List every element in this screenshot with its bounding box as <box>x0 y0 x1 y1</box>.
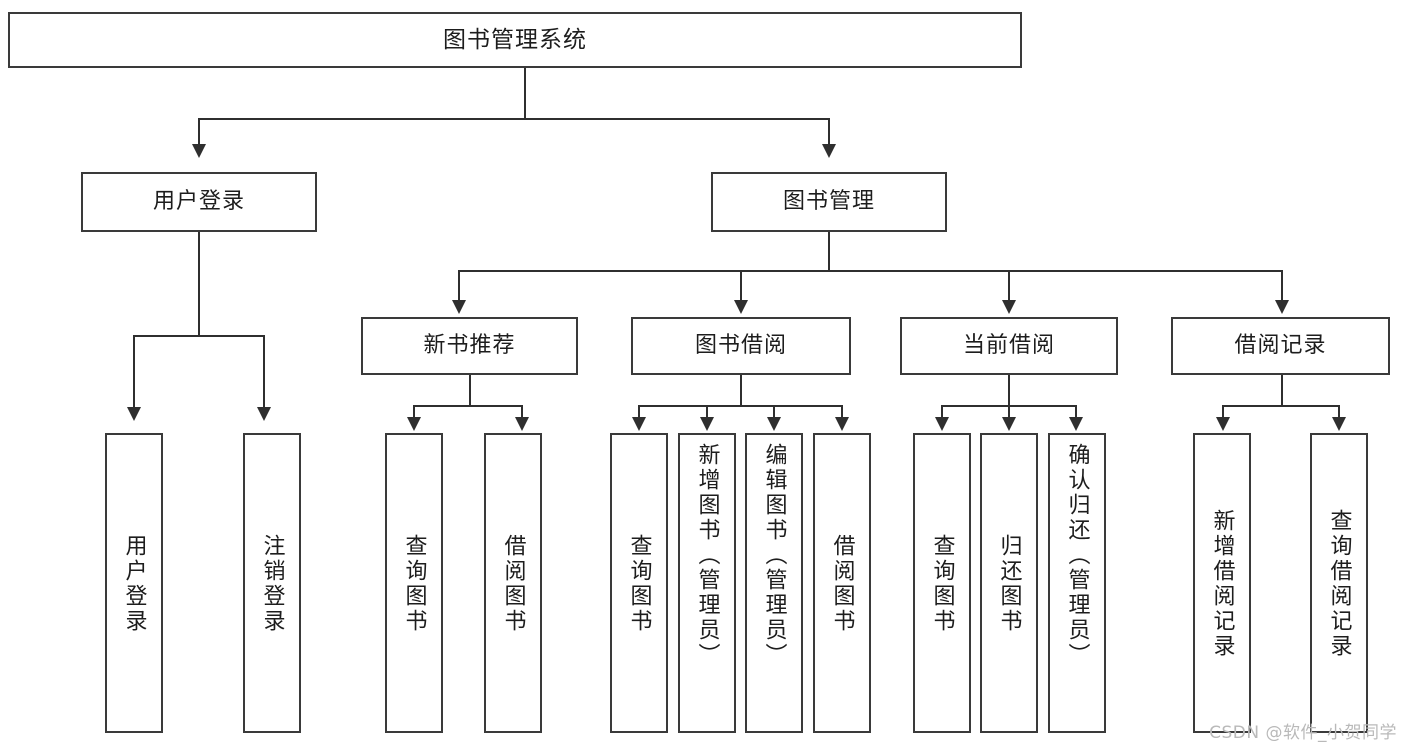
connector-root-stem <box>524 68 526 118</box>
leaf-label: 借阅图书 <box>500 534 526 634</box>
connector-current-borrow-drop-3 <box>1075 405 1077 417</box>
arrowhead-to-leaf-borrow-book-2 <box>835 417 849 431</box>
arrowhead-to-current-borrow <box>1002 300 1016 314</box>
node-current-borrow[interactable]: 当前借阅 <box>900 317 1118 375</box>
arrowhead-to-leaf-edit-book <box>767 417 781 431</box>
connector-new-book-drop-2 <box>521 405 523 417</box>
connector-user-login-bar <box>133 335 264 337</box>
connector-book-borrow-drop-1 <box>638 405 640 417</box>
node-root-system[interactable]: 图书管理系统 <box>8 12 1022 68</box>
leaf-label: 用户登录 <box>121 534 147 634</box>
leaf-label: 借阅图书 <box>829 534 855 634</box>
connector-borrow-record-drop-1 <box>1222 405 1224 417</box>
connector-book-borrow-bar <box>638 405 843 407</box>
connector-book-manage-drop-3 <box>1008 270 1010 300</box>
node-label: 图书借阅 <box>694 333 787 359</box>
node-new-book-recommend[interactable]: 新书推荐 <box>361 317 578 375</box>
leaf-logout[interactable]: 注销登录 <box>243 433 301 733</box>
leaf-borrow-book[interactable]: 借阅图书 <box>813 433 871 733</box>
connector-root-drop-2 <box>828 118 830 144</box>
arrowhead-to-leaf-add-record <box>1216 417 1230 431</box>
leaf-label: 新增图书（管理员） <box>694 443 720 668</box>
arrowhead-to-new-book-recommend <box>452 300 466 314</box>
connector-book-manage-drop-2 <box>740 270 742 300</box>
arrowhead-to-leaf-query-record <box>1332 417 1346 431</box>
node-label: 借阅记录 <box>1234 333 1327 359</box>
leaf-borrow-book-recommend[interactable]: 借阅图书 <box>484 433 542 733</box>
connector-book-manage-stem <box>828 232 830 270</box>
connector-root-drop-1 <box>198 118 200 144</box>
connector-current-borrow-drop-1 <box>941 405 943 417</box>
arrowhead-to-user-login <box>192 144 206 158</box>
connector-current-borrow-drop-2 <box>1008 405 1010 417</box>
leaf-label: 注销登录 <box>259 534 285 634</box>
leaf-add-book-admin[interactable]: 新增图书（管理员） <box>678 433 736 733</box>
leaf-query-borrow-record[interactable]: 查询借阅记录 <box>1310 433 1368 733</box>
connector-book-borrow-stem <box>740 375 742 405</box>
node-label: 当前借阅 <box>962 333 1055 359</box>
arrowhead-to-leaf-query-book-3 <box>935 417 949 431</box>
connector-new-book-drop-1 <box>413 405 415 417</box>
node-borrow-record[interactable]: 借阅记录 <box>1171 317 1390 375</box>
connector-borrow-record-stem <box>1281 375 1283 405</box>
arrowhead-to-leaf-query-book-1 <box>407 417 421 431</box>
connector-new-book-stem <box>469 375 471 405</box>
connector-borrow-record-bar <box>1222 405 1340 407</box>
arrowhead-to-leaf-borrow-book-1 <box>515 417 529 431</box>
leaf-add-borrow-record[interactable]: 新增借阅记录 <box>1193 433 1251 733</box>
arrowhead-to-book-manage <box>822 144 836 158</box>
connector-user-login-stem <box>198 232 200 335</box>
leaf-label: 查询图书 <box>401 534 427 634</box>
arrowhead-to-leaf-confirm-return <box>1069 417 1083 431</box>
arrowhead-to-leaf-logout <box>257 407 271 421</box>
connector-book-borrow-drop-3 <box>773 405 775 417</box>
arrowhead-to-borrow-record <box>1275 300 1289 314</box>
node-label: 图书管理系统 <box>443 26 587 53</box>
connector-current-borrow-stem <box>1008 375 1010 405</box>
connector-book-borrow-drop-2 <box>706 405 708 417</box>
leaf-query-book-borrow[interactable]: 查询图书 <box>610 433 668 733</box>
connector-user-login-drop-2 <box>263 335 265 407</box>
connector-new-book-bar <box>413 405 523 407</box>
leaf-query-book-current[interactable]: 查询图书 <box>913 433 971 733</box>
leaf-label: 新增借阅记录 <box>1209 509 1235 659</box>
arrowhead-to-leaf-return-book <box>1002 417 1016 431</box>
leaf-label: 查询图书 <box>626 534 652 634</box>
arrowhead-to-leaf-add-book <box>700 417 714 431</box>
leaf-label: 查询图书 <box>929 534 955 634</box>
node-label: 用户登录 <box>152 189 245 215</box>
arrowhead-to-leaf-query-book-2 <box>632 417 646 431</box>
connector-root-bar <box>198 118 830 120</box>
connector-book-borrow-drop-4 <box>841 405 843 417</box>
connector-book-manage-drop-4 <box>1281 270 1283 300</box>
leaf-label: 归还图书 <box>996 534 1022 634</box>
leaf-label: 编辑图书（管理员） <box>761 443 787 668</box>
arrowhead-to-leaf-user-login <box>127 407 141 421</box>
watermark-text: CSDN @软件_小贺同学 <box>1209 723 1397 743</box>
leaf-label: 确认归还（管理员） <box>1064 443 1090 668</box>
connector-borrow-record-drop-2 <box>1338 405 1340 417</box>
node-label: 图书管理 <box>782 189 875 215</box>
node-book-borrow[interactable]: 图书借阅 <box>631 317 851 375</box>
connector-book-manage-bar <box>458 270 1281 272</box>
node-label: 新书推荐 <box>423 333 516 359</box>
connector-user-login-drop-1 <box>133 335 135 407</box>
leaf-confirm-return-admin[interactable]: 确认归还（管理员） <box>1048 433 1106 733</box>
node-user-login[interactable]: 用户登录 <box>81 172 317 232</box>
arrowhead-to-book-borrow <box>734 300 748 314</box>
leaf-label: 查询借阅记录 <box>1326 509 1352 659</box>
leaf-return-book[interactable]: 归还图书 <box>980 433 1038 733</box>
leaf-user-login[interactable]: 用户登录 <box>105 433 163 733</box>
leaf-query-book-recommend[interactable]: 查询图书 <box>385 433 443 733</box>
leaf-edit-book-admin[interactable]: 编辑图书（管理员） <box>745 433 803 733</box>
node-book-management[interactable]: 图书管理 <box>711 172 947 232</box>
connector-book-manage-drop-1 <box>458 270 460 300</box>
